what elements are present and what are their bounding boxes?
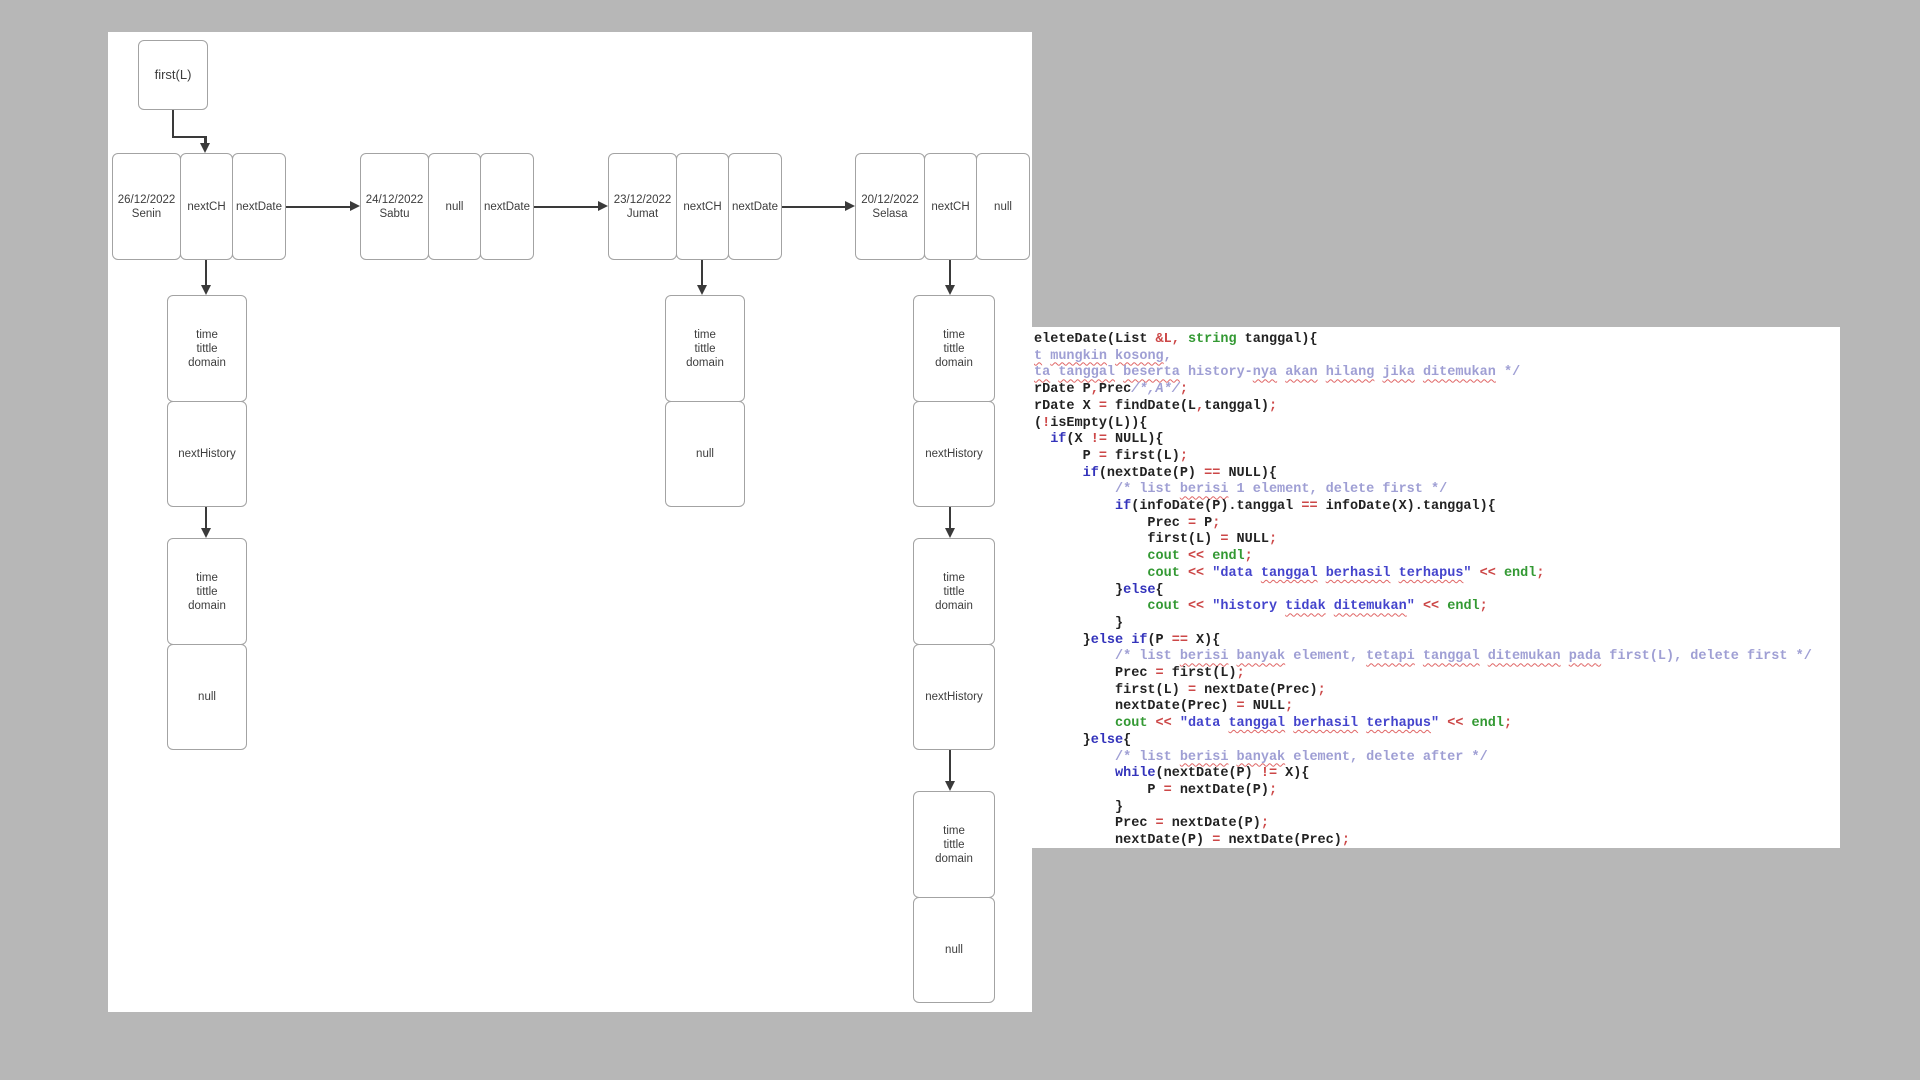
node4-nextch-cell: nextCH xyxy=(924,153,977,260)
node4-null-label: null xyxy=(994,200,1012,213)
chain4-box2-next-cell: nextHistory xyxy=(913,644,995,750)
node3-info-cell: 23/12/2022 Jumat xyxy=(608,153,677,260)
node4-nextch-label: nextCH xyxy=(931,200,970,213)
chain4-box2-info-label: time tittle domain xyxy=(935,571,973,612)
chain3-box1-null-label: null xyxy=(696,448,714,460)
chain4-box1-info-label: time tittle domain xyxy=(935,328,973,369)
diagram-canvas: first(L) 26/12/2022 Senin nextCH nextDat… xyxy=(108,32,1032,1012)
chain1-box2-info-cell: time tittle domain xyxy=(167,538,247,645)
arrow-node3-node4 xyxy=(782,205,846,208)
arrow-node1-history xyxy=(204,260,208,286)
chain1-box1-next-label: nextHistory xyxy=(178,448,236,460)
arrow-chain4-box2-box3 xyxy=(948,750,952,781)
node1-nextch-label: nextCH xyxy=(187,200,226,213)
first-arrow-seg-down2 xyxy=(204,135,207,145)
arrow-node4-history xyxy=(948,260,952,286)
first-arrow-seg-right xyxy=(171,135,207,138)
node2-nextch-cell: null xyxy=(428,153,481,260)
arrowhead-node3-history-icon xyxy=(696,285,707,295)
arrowhead-node4-history-icon xyxy=(944,285,955,295)
chain3-box1-info-cell: time tittle domain xyxy=(665,295,745,402)
chain4-box1-info-cell: time tittle domain xyxy=(913,295,995,402)
arrow-chain1-box1-box2 xyxy=(204,507,208,528)
node2-info-cell: 24/12/2022 Sabtu xyxy=(360,153,429,260)
arrowhead-chain4-box1-box2-icon xyxy=(944,528,955,538)
first-arrowhead-icon xyxy=(200,143,210,153)
first-arrow-seg-down xyxy=(171,110,175,138)
node3-nextdate-label: nextDate xyxy=(731,200,779,213)
arrow-node2-node3 xyxy=(534,205,599,208)
node3-date-label: 23/12/2022 Jumat xyxy=(613,193,672,220)
arrow-chain4-box1-box2 xyxy=(948,507,952,528)
chain4-box3-info-cell: time tittle domain xyxy=(913,791,995,898)
node1-nextdate-cell: nextDate xyxy=(232,153,286,260)
chain4-box1-next-label: nextHistory xyxy=(925,448,983,460)
arrowhead-node2-node3-icon xyxy=(598,201,608,211)
arrowhead-chain1-box1-box2-icon xyxy=(200,528,211,538)
node2-nextch-label: null xyxy=(445,200,464,213)
node1-info-cell: 26/12/2022 Senin xyxy=(112,153,181,260)
arrow-node3-history xyxy=(700,260,704,286)
chain1-box2-null-cell: null xyxy=(167,644,247,750)
node4-date-label: 20/12/2022 Selasa xyxy=(861,193,919,220)
first-pointer-label: first(L) xyxy=(154,67,192,82)
node4-null-cell: null xyxy=(976,153,1030,260)
chain4-box3-null-cell: null xyxy=(913,897,995,1003)
node1-nextdate-label: nextDate xyxy=(235,200,283,213)
code-content: eleteDate(List &L, string tanggal){t mun… xyxy=(1034,332,1812,848)
arrowhead-node1-history-icon xyxy=(200,285,211,295)
node3-nextch-cell: nextCH xyxy=(676,153,729,260)
chain1-box1-info-label: time tittle domain xyxy=(188,328,226,369)
code-window: eleteDate(List &L, string tanggal){t mun… xyxy=(1032,327,1840,848)
node2-nextdate-label: nextDate xyxy=(483,200,531,213)
chain4-box2-info-cell: time tittle domain xyxy=(913,538,995,645)
chain4-box3-info-label: time tittle domain xyxy=(935,824,973,865)
arrowhead-chain4-box2-box3-icon xyxy=(944,781,955,791)
node4-info-cell: 20/12/2022 Selasa xyxy=(855,153,925,260)
chain4-box1-next-cell: nextHistory xyxy=(913,401,995,507)
node3-nextch-label: nextCH xyxy=(683,200,722,213)
chain1-box2-info-label: time tittle domain xyxy=(188,571,226,612)
chain1-box1-next-cell: nextHistory xyxy=(167,401,247,507)
arrowhead-node1-node2-icon xyxy=(350,201,360,211)
chain1-box2-null-label: null xyxy=(198,691,216,703)
node2-date-label: 24/12/2022 Sabtu xyxy=(365,193,424,220)
node1-date-label: 26/12/2022 Senin xyxy=(117,193,176,220)
chain4-box3-null-label: null xyxy=(945,944,963,956)
node1-nextch-cell: nextCH xyxy=(180,153,233,260)
chain3-box1-info-label: time tittle domain xyxy=(686,328,724,369)
chain3-box1-null-cell: null xyxy=(665,401,745,507)
chain4-box2-next-label: nextHistory xyxy=(925,691,983,703)
chain1-box1-info-cell: time tittle domain xyxy=(167,295,247,402)
node3-nextdate-cell: nextDate xyxy=(728,153,782,260)
arrow-node1-node2 xyxy=(286,205,351,208)
node2-nextdate-cell: nextDate xyxy=(480,153,534,260)
first-pointer-box: first(L) xyxy=(138,40,208,110)
arrowhead-node3-node4-icon xyxy=(845,201,855,211)
